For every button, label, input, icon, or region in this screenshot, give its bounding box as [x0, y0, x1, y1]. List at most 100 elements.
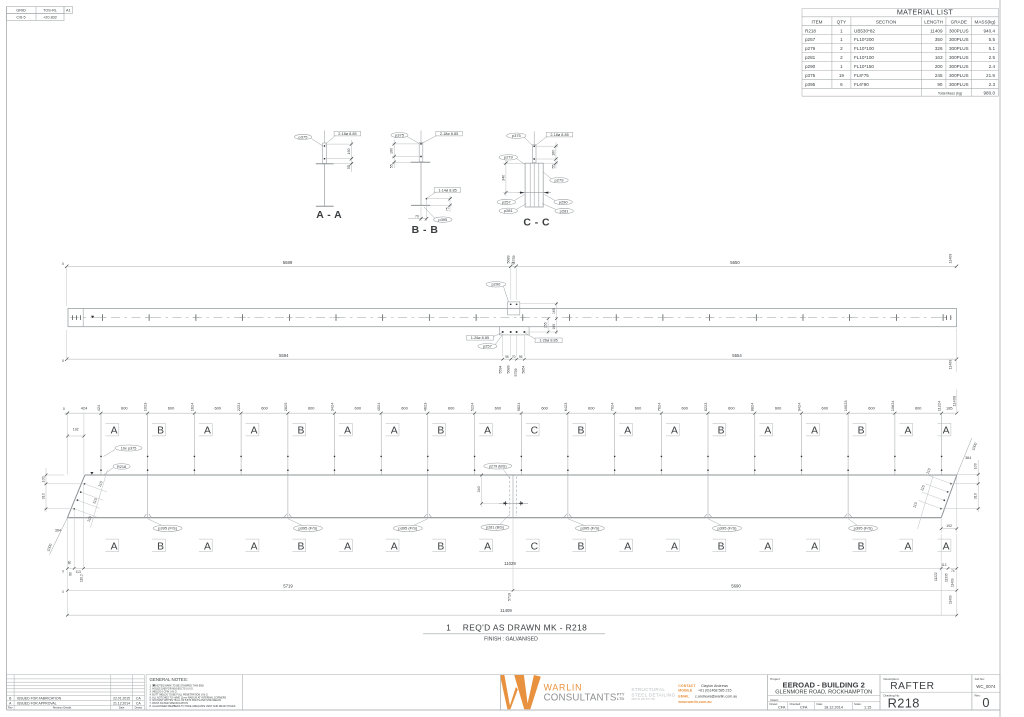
svg-text:A: A	[811, 426, 818, 437]
svg-text:75: 75	[446, 207, 450, 211]
svg-text:p281 (B/S): p281 (B/S)	[486, 526, 504, 530]
svg-text:GLENMORE ROAD, ROCKHAMPTON: GLENMORE ROAD, ROCKHAMPTON	[775, 690, 872, 696]
svg-text:21.12.2014: 21.12.2014	[113, 701, 130, 705]
svg-text:5689: 5689	[506, 366, 510, 374]
svg-text:5.1: 5.1	[989, 46, 996, 51]
svg-text:c.andrews@warlin.com.au: c.andrews@warlin.com.au	[695, 694, 737, 698]
svg-text:A: A	[391, 426, 398, 437]
svg-text:Checked:: Checked:	[790, 702, 802, 706]
svg-text:3424: 3424	[329, 402, 334, 411]
svg-text:B: B	[858, 426, 865, 437]
svg-text:980.0: 980.0	[984, 91, 996, 96]
svg-text:100: 100	[974, 463, 978, 469]
svg-text:p375: p375	[299, 134, 309, 139]
svg-text:600: 600	[728, 406, 735, 411]
svg-text:A: A	[344, 541, 351, 552]
svg-text:p375: p375	[395, 133, 405, 138]
svg-text:1. DENOTES MARK TO BE STA: 1. DENOTES MARK TO BE STAMPED THIS END	[150, 685, 205, 688]
svg-text:1: 1	[840, 37, 843, 42]
svg-text:GENERAL NOTES:: GENERAL NOTES:	[150, 677, 188, 682]
svg-text:p375: p375	[512, 133, 522, 138]
svg-text:LTD: LTD	[617, 696, 625, 701]
svg-text:2-18ø 8.85: 2-18ø 8.85	[440, 132, 458, 136]
svg-text:11409: 11409	[948, 595, 952, 604]
svg-text:110: 110	[926, 468, 932, 475]
svg-text:185: 185	[946, 406, 953, 411]
svg-text:B: B	[718, 426, 725, 437]
svg-text:Drawing No:: Drawing No:	[884, 694, 901, 698]
svg-text:5759: 5759	[512, 256, 516, 264]
svg-text:155: 155	[544, 322, 548, 328]
svg-text:p281: p281	[504, 208, 514, 213]
svg-text:p257: p257	[805, 37, 816, 42]
svg-text:A: A	[904, 426, 911, 437]
svg-text:18.12.2014: 18.12.2014	[824, 705, 843, 709]
svg-text:GRADE: GRADE	[951, 20, 967, 25]
svg-text:p257: p257	[502, 199, 512, 204]
svg-text:160: 160	[390, 148, 394, 154]
svg-text:Clayton Andrews: Clayton Andrews	[701, 684, 728, 688]
svg-text:600: 600	[915, 406, 922, 411]
svg-text:p290: p290	[491, 282, 501, 287]
svg-text:7. PAINT AS PER SPECIFICATION: 7. PAINT AS PER SPECIFICATION	[150, 702, 189, 705]
svg-text:5689: 5689	[507, 256, 511, 264]
svg-text:CFA: CFA	[778, 705, 786, 709]
svg-text:B: B	[297, 541, 304, 552]
svg-text:192: 192	[73, 428, 79, 432]
svg-text:22.01.2015: 22.01.2015	[113, 696, 130, 700]
svg-text:WC_0074: WC_0074	[976, 684, 996, 689]
svg-text:A: A	[344, 426, 351, 437]
svg-text:ISSUED FOR APPROVAL: ISSUED FOR APPROVAL	[17, 701, 57, 705]
svg-text:FL10*100: FL10*100	[854, 46, 874, 51]
svg-text:300PLUS: 300PLUS	[949, 64, 969, 69]
svg-text:B: B	[577, 426, 584, 437]
svg-text:600: 600	[308, 406, 315, 411]
svg-text:9424: 9424	[796, 402, 801, 411]
svg-text:p281: p281	[560, 208, 570, 213]
svg-text:A: A	[624, 541, 631, 552]
svg-text:90: 90	[937, 82, 943, 87]
svg-text:A: A	[484, 541, 491, 552]
svg-text:A: A	[111, 426, 118, 437]
svg-text:p375: p375	[805, 73, 816, 78]
svg-text:A - A: A - A	[316, 210, 342, 221]
svg-text:5554: 5554	[732, 353, 742, 358]
svg-text:B: B	[718, 541, 725, 552]
svg-text:11409: 11409	[949, 254, 953, 264]
svg-text:3. WELDS 6 CFW U.N.O.: 3. WELDS 6 CFW U.N.O.	[150, 690, 178, 693]
svg-text:p279: p279	[504, 155, 514, 160]
svg-text:1:15: 1:15	[864, 705, 871, 709]
svg-text:2224: 2224	[236, 402, 241, 411]
svg-text:CFA: CFA	[800, 705, 808, 709]
svg-text:Drawn: Drawn	[135, 706, 143, 710]
svg-text:600: 600	[355, 406, 362, 411]
svg-text:CA: CA	[136, 696, 141, 700]
svg-text:Total Mass (kg): Total Mass (kg)	[938, 91, 962, 95]
svg-text:200: 200	[935, 64, 943, 69]
svg-text:600: 600	[448, 406, 455, 411]
svg-text:B: B	[157, 541, 164, 552]
svg-text:165: 165	[552, 324, 556, 330]
svg-text:11335: 11335	[945, 573, 949, 582]
svg-text:CA: CA	[136, 701, 141, 705]
svg-text:FL8*75: FL8*75	[854, 73, 869, 78]
svg-text:1-26ø 8.85: 1-26ø 8.85	[539, 339, 557, 343]
svg-text:70: 70	[512, 355, 516, 359]
svg-text:Rev: Rev	[8, 706, 13, 710]
svg-text:A1: A1	[66, 9, 71, 13]
svg-text:11224: 11224	[937, 400, 942, 411]
svg-text:163: 163	[935, 55, 943, 60]
svg-text:p290: p290	[805, 64, 816, 69]
svg-text:2.3: 2.3	[989, 82, 996, 87]
svg-text:A: A	[251, 541, 258, 552]
svg-text:PTY: PTY	[617, 692, 625, 697]
svg-text:600: 600	[635, 406, 642, 411]
svg-text:p395 (F/S): p395 (F/S)	[398, 526, 418, 531]
svg-text:10023: 10023	[843, 400, 848, 411]
svg-text:600: 600	[775, 406, 782, 411]
svg-text:EMAIL: EMAIL	[678, 694, 690, 698]
svg-text:600: 600	[401, 406, 408, 411]
svg-text:B - B: B - B	[412, 225, 439, 236]
svg-text:A: A	[671, 541, 678, 552]
svg-text:5. ALL NOTCHES TO HAVE 11mm RA: 5. ALL NOTCHES TO HAVE 11mm RADIUS AT IN…	[150, 696, 227, 699]
